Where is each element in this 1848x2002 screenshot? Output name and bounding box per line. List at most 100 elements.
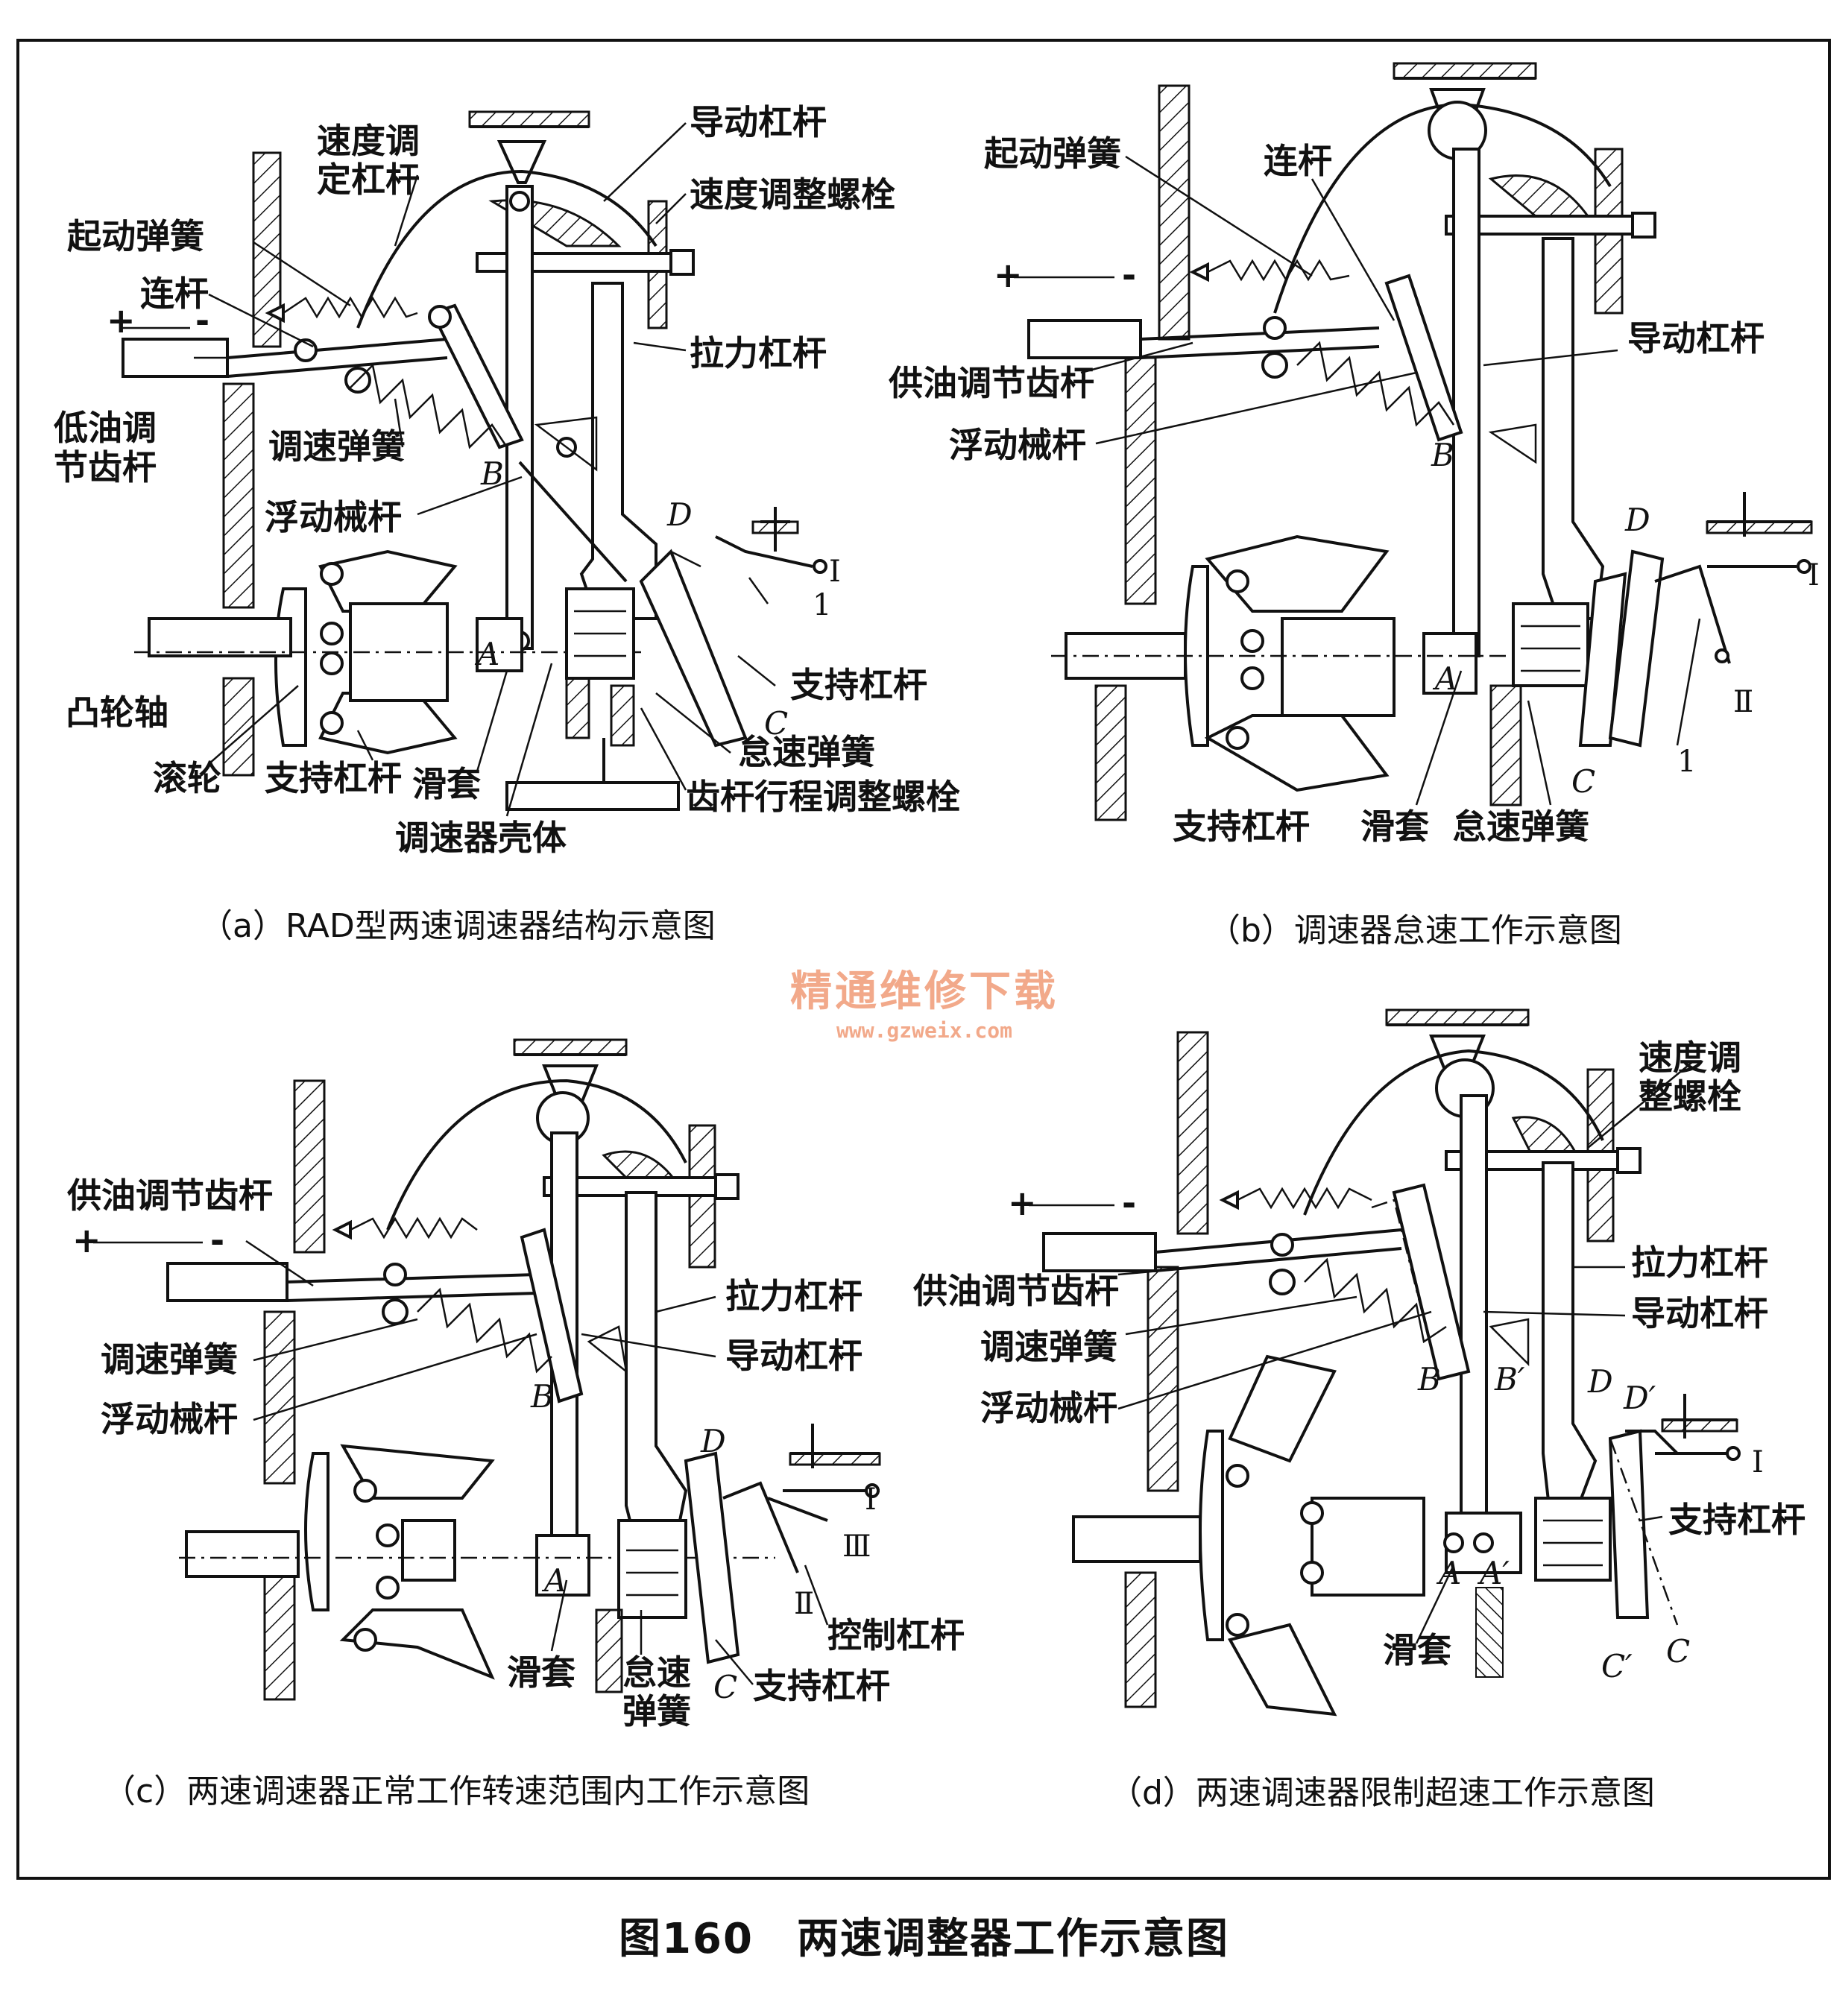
governor-housing (505, 781, 680, 811)
b-rack: 供油调节齿杆 (889, 363, 1094, 403)
b-letter-II: Ⅱ (1733, 685, 1753, 719)
start-spring (1237, 1187, 1372, 1210)
flyweight-carrier (1199, 1430, 1224, 1641)
sleeve (1422, 632, 1478, 695)
d-support-lever: 支持杠杆 (1668, 1500, 1806, 1540)
a-rack-1: 低油调 (54, 408, 157, 448)
b-plus: + (994, 255, 1023, 295)
d-sleeve: 滑套 (1383, 1630, 1451, 1670)
speed-setting-lever (356, 169, 657, 329)
d-plus: + (1008, 1183, 1037, 1223)
governor-spring (417, 1287, 552, 1374)
camshaft (185, 1530, 300, 1578)
d-letter-Ap: A′ (1477, 1555, 1510, 1591)
a-sleeve: 滑套 (412, 764, 481, 804)
c-gov-spring: 调速弹簧 (101, 1339, 238, 1380)
c-minus: - (210, 1220, 224, 1260)
flyweight-bottom (318, 692, 458, 755)
start-spring (283, 296, 418, 319)
control-lever (1654, 564, 1731, 664)
flyweight-top (1205, 534, 1390, 613)
idle-spring-housing (617, 1519, 687, 1619)
d-letter-B: B (1417, 1361, 1441, 1398)
b-minus: - (1122, 255, 1136, 295)
c-letter-I: I (865, 1482, 877, 1517)
panel-a (122, 110, 827, 817)
a-camshaft: 凸轮轴 (66, 692, 168, 733)
c-letter-C: C (713, 1669, 737, 1705)
flyweight-carrier (304, 1452, 329, 1611)
floating-lever (1384, 274, 1463, 442)
c-letter-B: B (530, 1378, 554, 1415)
c-support-lever: 支持杠杆 (753, 1666, 890, 1706)
b-start-spring: 起动弹簧 (984, 133, 1121, 174)
governor-spring (1296, 341, 1455, 427)
a-link: 连杆 (140, 274, 209, 314)
c-idle-spring-2: 弹簧 (622, 1691, 691, 1731)
b-letter-B: B (1431, 437, 1454, 473)
tension-lever (1542, 1161, 1598, 1522)
d-letter-Cp: C′ (1601, 1648, 1633, 1684)
guide-lever (1452, 148, 1480, 657)
a-rack-2: 节齿杆 (54, 447, 157, 487)
c-letter-III: Ⅲ (842, 1529, 871, 1564)
fuel-rack (166, 1262, 288, 1302)
b-support-lever: 支持杠杆 (1173, 806, 1310, 847)
idle-spring-housing (1534, 1497, 1612, 1582)
a-gov-spring: 调速弹簧 (268, 426, 406, 467)
b-letter-D: D (1624, 502, 1650, 538)
a-speed-set-lever-1: 速度调 (317, 121, 420, 161)
figure-title: 图160 两速调整器工作示意图 (619, 1915, 1229, 1963)
d-speed-bolt-2: 整螺栓 (1639, 1076, 1741, 1117)
control-lever (715, 535, 813, 568)
a-speed-set-lever-2: 定杠杆 (317, 160, 420, 200)
d-tension-lever: 拉力杠杆 (1631, 1242, 1768, 1283)
housing-wall-mid (1124, 356, 1157, 605)
c-letter-A: A (541, 1562, 567, 1599)
speed-setting-lever (386, 1079, 687, 1231)
camshaft (1072, 1515, 1202, 1563)
b-letter-A: A (1432, 660, 1457, 697)
control-lever (722, 1481, 799, 1573)
flyweight-top (1228, 1354, 1337, 1463)
flyweight-bottom (339, 1608, 495, 1680)
c-float-lever: 浮动械杆 (101, 1399, 238, 1439)
panel-d (1042, 1008, 1741, 1717)
a-support-lever: 支持杠杆 (790, 665, 927, 705)
flyweight-top (318, 549, 458, 613)
floating-lever (520, 1228, 584, 1403)
sleeve (476, 617, 523, 672)
support-lever (684, 1451, 740, 1664)
c-sleeve: 滑套 (507, 1652, 575, 1693)
b-guide-lever: 导动杠杆 (1627, 318, 1765, 359)
d-minus: - (1122, 1183, 1136, 1223)
a-rack-stroke-bolt: 齿杆行程调整螺栓 (686, 777, 960, 817)
a-letter-I: I (829, 555, 841, 589)
d-gov-spring: 调速弹簧 (980, 1327, 1117, 1367)
fuel-rack (1042, 1232, 1157, 1272)
a-letter-C: C (764, 705, 788, 742)
fuel-rack (1027, 319, 1142, 359)
a-plus: + (107, 300, 136, 341)
d-letter-C: C (1666, 1633, 1690, 1670)
panel-c (166, 1038, 881, 1701)
a-start-spring: 起动弹簧 (67, 216, 204, 256)
flyweight-bottom (1227, 1623, 1337, 1717)
caption-c: （c）两速调速器正常工作转速范围内工作示意图 (103, 1772, 810, 1810)
a-support-lever-bottom: 支持杠杆 (265, 758, 402, 798)
c-plus: + (72, 1220, 101, 1260)
start-spring (1207, 259, 1350, 282)
tension-lever (625, 1191, 688, 1567)
tension-lever (1542, 237, 1605, 620)
a-letter-D: D (666, 496, 693, 533)
c-control-lever: 控制杠杆 (827, 1615, 965, 1655)
support-lever (1608, 1429, 1650, 1619)
c-idle-spring-1: 怠速 (622, 1652, 691, 1693)
governor-spring (350, 363, 508, 449)
support-lever (639, 549, 748, 748)
caption-b: （b）调速器怠速工作示意图 (1208, 912, 1622, 950)
c-letter-D: D (700, 1423, 726, 1459)
governor-spring (1304, 1257, 1447, 1344)
housing-wall-upper (1158, 84, 1191, 341)
